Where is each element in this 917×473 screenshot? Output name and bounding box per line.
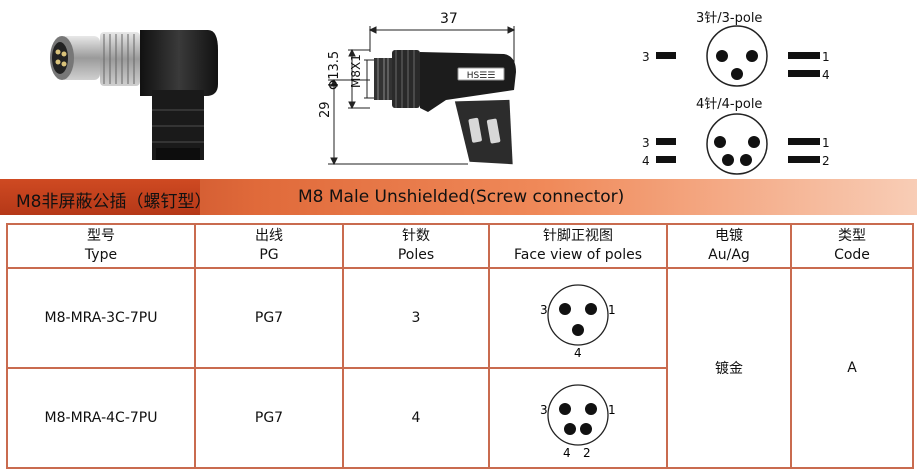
length-dimension: 37	[440, 11, 458, 27]
pin-label: 2	[822, 154, 830, 168]
height-dimension: 29	[318, 101, 333, 118]
cell-plating: 镀金	[666, 267, 792, 469]
pin-label: 4	[822, 68, 830, 82]
product-photo	[50, 30, 218, 160]
banner-title-en: M8 Male Unshielded(Screw connector)	[298, 187, 625, 207]
brand-mark: HS☰☰	[467, 71, 496, 81]
svg-text:1: 1	[608, 403, 616, 417]
banner-accent	[0, 179, 200, 215]
pin-label: 4	[642, 154, 650, 168]
pin-diagram-4-title: 4针/4-pole	[696, 97, 763, 112]
table-row: M8-MRA-3C-7PU PG7 3 3 1 4 镀金 A	[6, 267, 914, 469]
svg-text:4: 4	[563, 446, 571, 460]
cell-type: M8-MRA-3C-7PU	[6, 267, 196, 369]
cell-poles: 4	[342, 367, 490, 469]
svg-text:1: 1	[608, 303, 616, 317]
svg-text:4: 4	[574, 346, 582, 360]
pin-diagram-3-title: 3针/3-pole	[696, 11, 763, 26]
dimension-drawing: HS☰☰	[328, 26, 516, 166]
svg-text:3: 3	[540, 303, 548, 317]
pin-label: 3	[642, 136, 650, 150]
cell-pg: PG7	[194, 267, 344, 369]
svg-text:3: 3	[540, 403, 548, 417]
cell-face-view: 3 1 4	[488, 267, 668, 369]
thread-dimension: M8X1	[349, 54, 363, 88]
pin-label: 3	[642, 50, 650, 64]
cell-face-view: 3 1 4 2	[488, 367, 668, 469]
cell-type: M8-MRA-4C-7PU	[6, 367, 196, 469]
banner-title-cn: M8非屏蔽公插（螺钉型）	[16, 192, 212, 212]
pin-diagram-4	[656, 113, 820, 175]
diameter-dimension: Φ13.5	[327, 50, 342, 90]
cell-pg: PG7	[194, 367, 344, 469]
pin-label: 1	[822, 136, 830, 150]
face-view-3-pole: 3 1 4	[540, 284, 616, 360]
cell-poles: 3	[342, 267, 490, 369]
section-banner: M8非屏蔽公插（螺钉型） M8 Male Unshielded(Screw co…	[0, 179, 917, 215]
cell-code: A	[790, 267, 914, 469]
face-view-4-pole: 3 1 4 2	[540, 384, 616, 460]
svg-text:2: 2	[583, 446, 591, 460]
pin-diagram-3	[656, 25, 820, 87]
table-row: M8-MRA-4C-7PU PG7 4 3 1 4 2	[6, 367, 913, 469]
pin-label: 1	[822, 50, 830, 64]
